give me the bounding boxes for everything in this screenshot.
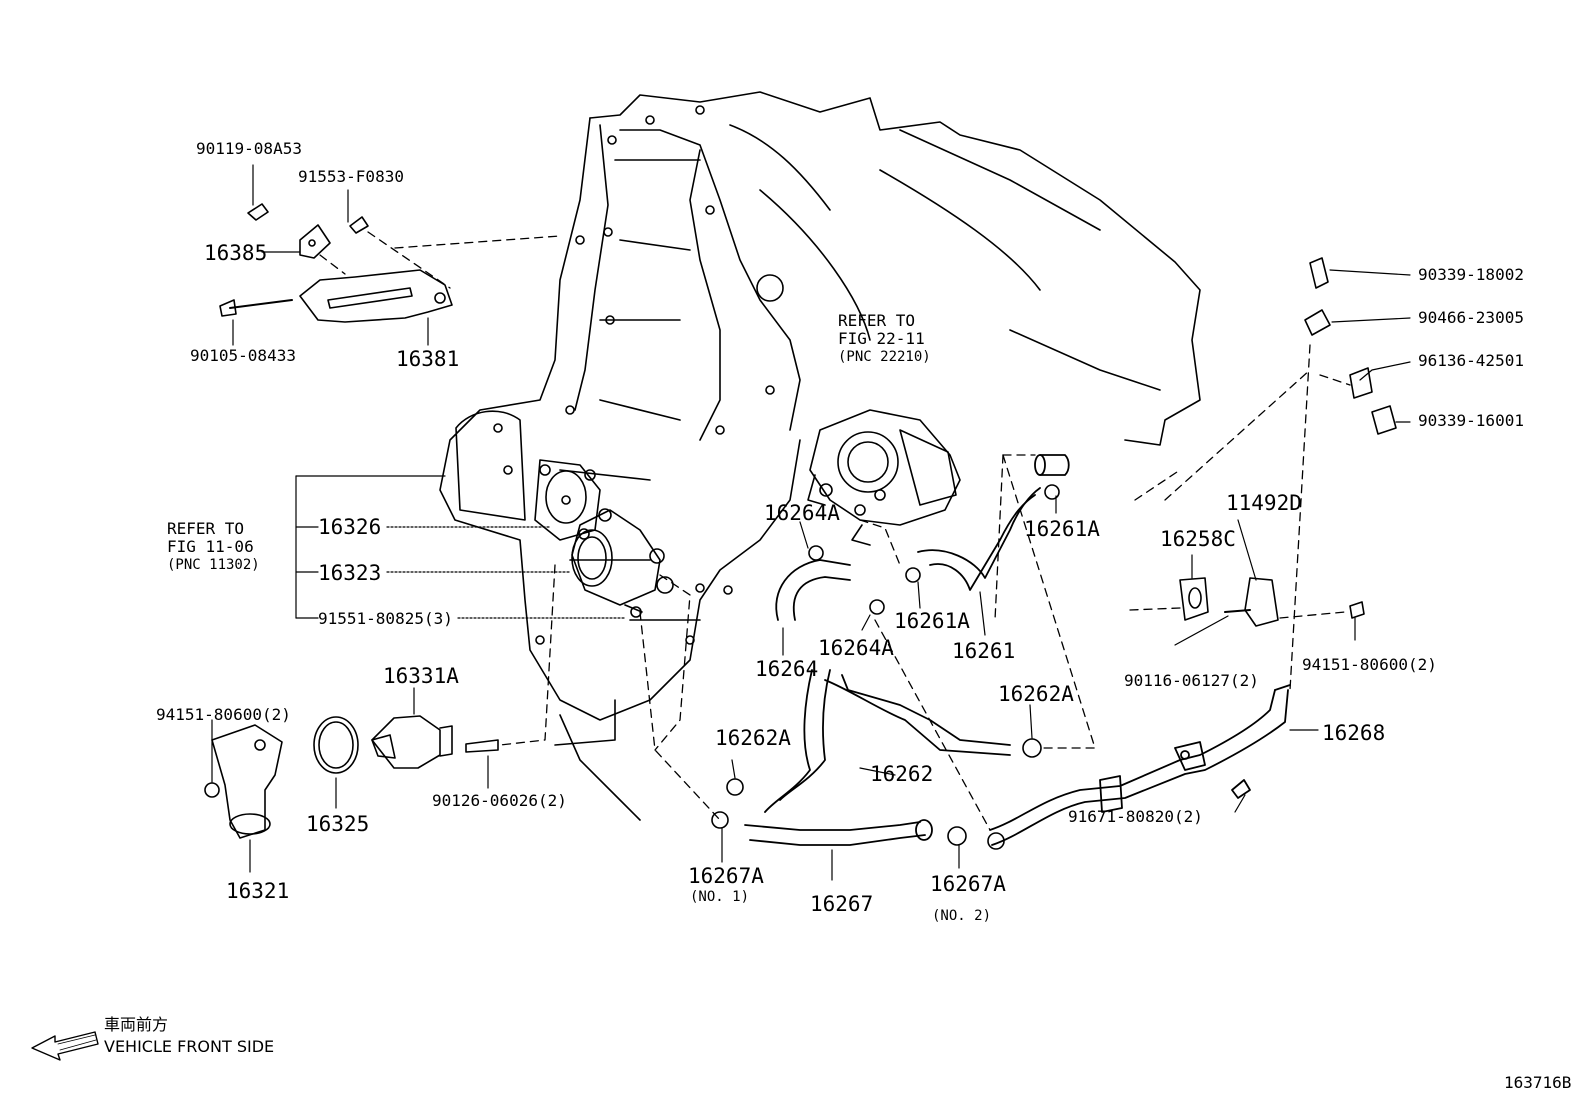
reference-fig-11-06: REFER TO FIG 11-06 (PNC 11302) <box>167 520 260 574</box>
label-16264A-top: 16264A <box>764 501 840 525</box>
label-16261: 16261 <box>952 639 1016 663</box>
label-90116: 90116-06127(2) <box>1124 671 1259 690</box>
label-96136: 96136-42501 <box>1418 351 1524 370</box>
label-11492D: 11492D <box>1226 491 1302 515</box>
ref2-line1: REFER TO <box>167 519 245 538</box>
bracket-parts <box>219 203 453 323</box>
label-91671: 91671-80820(2) <box>1068 807 1203 826</box>
label-16268: 16268 <box>1322 721 1386 745</box>
reference-fig-22-11: REFER TO FIG 22-11 (PNC 22210) <box>838 312 931 366</box>
label-16262A-left: 16262A <box>715 726 791 750</box>
front-arrow-icon <box>31 1031 99 1061</box>
ref2-line2: FIG 11-06 <box>167 537 254 556</box>
reference-dashes <box>319 231 1351 831</box>
label-94151-left: 94151-80600(2) <box>156 705 291 724</box>
label-16325: 16325 <box>306 812 370 836</box>
diagram-id: 163716B <box>1504 1073 1572 1092</box>
clamps <box>711 484 1060 850</box>
label-16262: 16262 <box>870 762 934 786</box>
label-90339-16001: 90339-16001 <box>1418 411 1524 430</box>
ref1-line3: (PNC 22210) <box>838 349 931 365</box>
timing-cover <box>439 91 1201 821</box>
ref1-line1: REFER TO <box>838 311 916 330</box>
label-16267A-no2: 16267A <box>930 872 1006 896</box>
leader-lines <box>211 164 1411 881</box>
right-fittings <box>1179 257 1397 627</box>
ref1-line2: FIG 22-11 <box>838 329 925 348</box>
throttle-body <box>807 409 961 546</box>
label-90105: 90105-08433 <box>190 346 296 365</box>
label-16323: 16323 <box>318 561 382 585</box>
label-90119: 90119-08A53 <box>196 139 302 158</box>
label-16267: 16267 <box>810 892 874 916</box>
coolant-hoses <box>744 454 1291 846</box>
thermostat-group <box>204 715 499 839</box>
label-16261A-right: 16261A <box>1024 517 1100 541</box>
label-16258C: 16258C <box>1160 527 1236 551</box>
ref2-line3: (PNC 11302) <box>167 557 260 573</box>
label-90339-18002: 90339-18002 <box>1418 265 1524 284</box>
label-91551: 91551-80825(3) <box>318 609 453 628</box>
label-91553: 91553-F0830 <box>298 167 404 186</box>
label-16267A-no1-note: (NO. 1) <box>690 889 750 905</box>
label-16321: 16321 <box>226 879 290 903</box>
label-16267A-no2-note: (NO. 2) <box>932 908 992 924</box>
label-16326: 16326 <box>318 515 382 539</box>
label-16262A-right: 16262A <box>998 682 1074 706</box>
label-16261A-mid: 16261A <box>894 609 970 633</box>
label-16385: 16385 <box>204 241 268 265</box>
label-90126: 90126-06026(2) <box>432 791 567 810</box>
orientation-japanese: 車両前方 <box>104 1015 169 1034</box>
label-16264: 16264 <box>755 657 819 681</box>
label-16264A-bottom: 16264A <box>818 636 894 660</box>
label-90466: 90466-23005 <box>1418 308 1524 327</box>
label-16331A: 16331A <box>383 664 459 688</box>
water-inlet-housing <box>534 459 674 618</box>
label-94151-right: 94151-80600(2) <box>1302 655 1437 674</box>
orientation-english: VEHICLE FRONT SIDE <box>104 1037 275 1056</box>
label-16267A-no1: 16267A <box>688 864 764 888</box>
label-16381: 16381 <box>396 347 460 371</box>
